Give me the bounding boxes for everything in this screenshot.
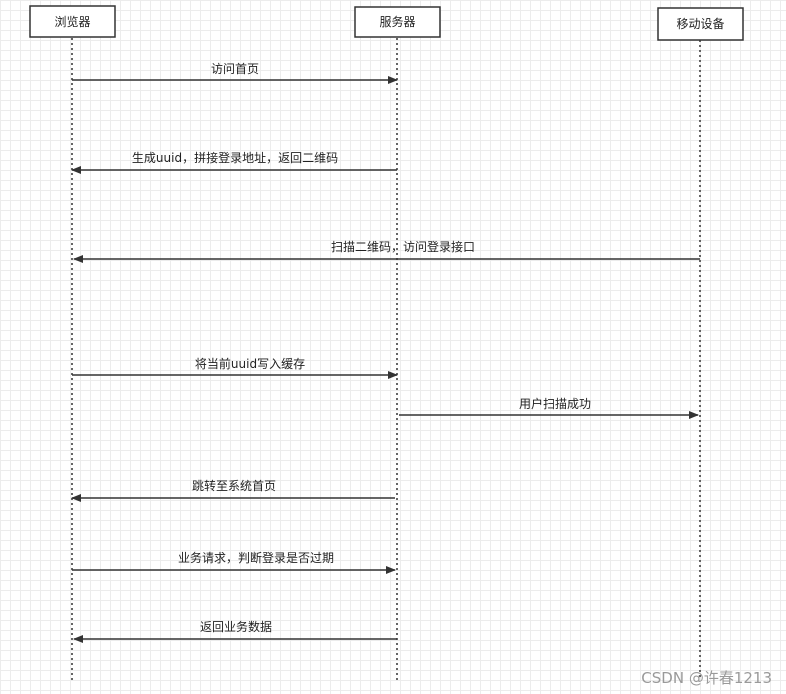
message-5-label: 用户扫描成功	[519, 396, 591, 411]
message-1: 访问首页	[72, 62, 398, 84]
actor-mobile-label: 移动设备	[676, 17, 724, 31]
message-7: 业务请求，判断登录是否过期	[72, 550, 396, 574]
actor-mobile: 移动设备	[657, 7, 744, 41]
message-8: 返回业务数据	[73, 619, 397, 643]
actor-browser: 浏览器	[29, 5, 116, 38]
actor-server-label: 服务器	[379, 14, 415, 29]
message-3: 扫描二维码，访问登录接口	[73, 239, 700, 263]
watermark: CSDN @许春1213	[641, 669, 772, 687]
message-3-label: 扫描二维码，访问登录接口	[331, 239, 475, 254]
actor-browser-label: 浏览器	[54, 14, 90, 29]
message-6-label: 跳转至系统首页	[192, 478, 276, 493]
message-2-label: 生成uuid，拼接登录地址，返回二维码	[132, 150, 338, 165]
message-4-label: 将当前uuid写入缓存	[195, 356, 305, 371]
message-4: 将当前uuid写入缓存	[72, 356, 398, 379]
message-8-label: 返回业务数据	[200, 619, 272, 634]
message-6: 跳转至系统首页	[71, 478, 395, 502]
message-7-label: 业务请求，判断登录是否过期	[178, 550, 334, 565]
message-2: 生成uuid，拼接登录地址，返回二维码	[71, 150, 397, 174]
message-1-label: 访问首页	[211, 62, 259, 76]
message-5: 用户扫描成功	[399, 396, 699, 419]
actor-server: 服务器	[354, 6, 441, 38]
